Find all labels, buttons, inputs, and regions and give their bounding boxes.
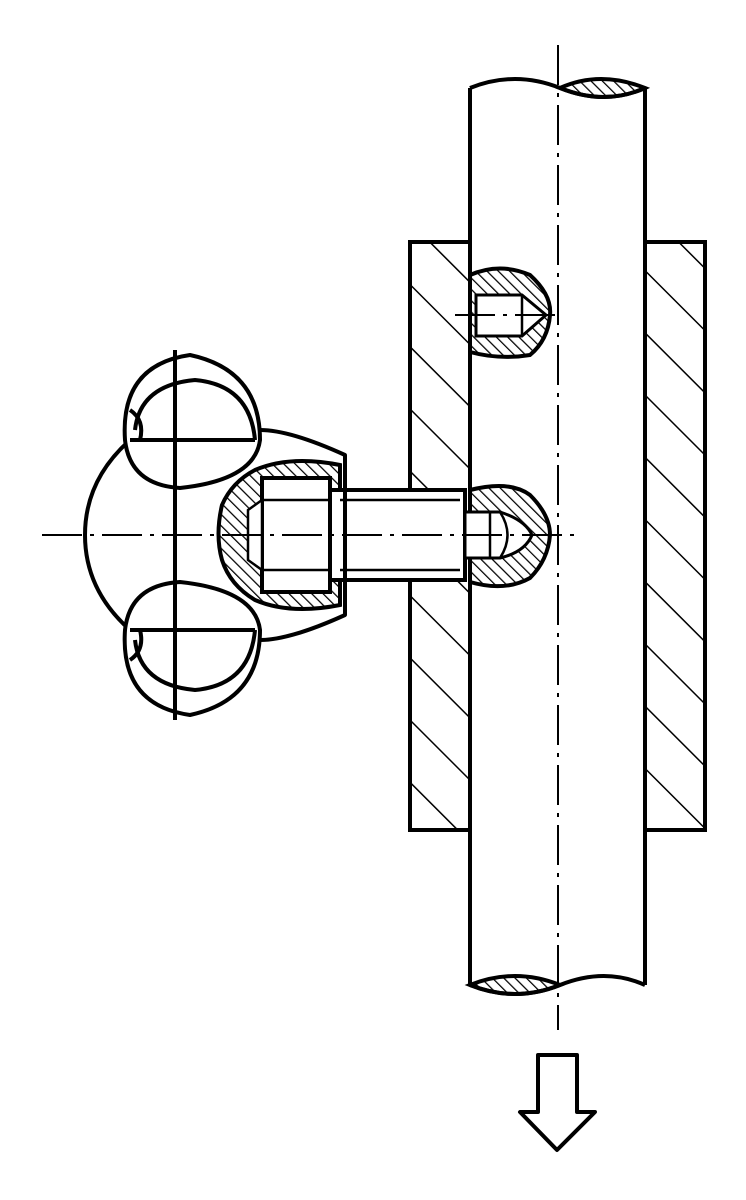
threaded-screw xyxy=(328,484,553,589)
sleeve-right-section xyxy=(643,240,707,832)
down-arrow-icon xyxy=(518,1053,597,1152)
upper-drill-hole xyxy=(468,266,553,359)
